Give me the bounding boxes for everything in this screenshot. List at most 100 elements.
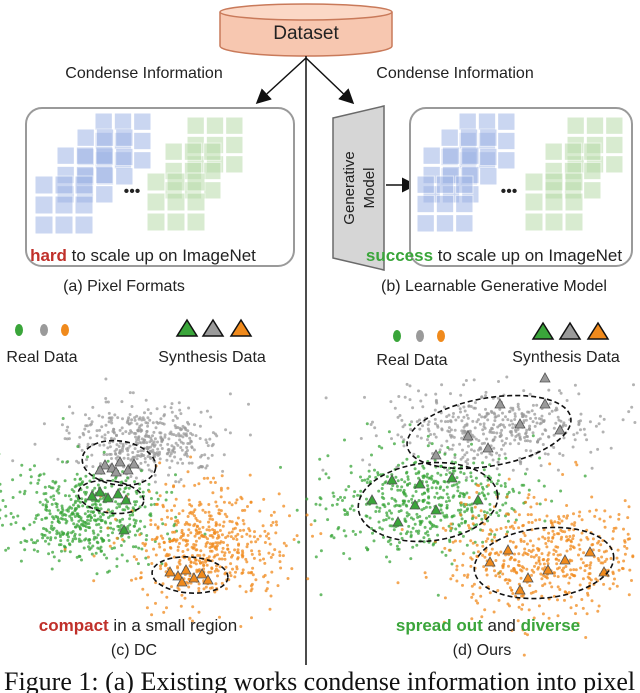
legend-synth-right: Synthesis Data xyxy=(512,349,620,366)
left-statement: hard to scale up on ImageNet xyxy=(30,246,256,265)
region-orange-right xyxy=(473,526,615,600)
legend-tri-gray xyxy=(201,318,225,337)
blue-grid-r3 xyxy=(422,146,480,204)
left-arrow-label: Condense Information xyxy=(65,65,222,82)
ellipsis-right: ••• xyxy=(501,183,518,200)
legend-dot-green xyxy=(15,324,23,336)
generator-line1: Generative xyxy=(341,151,358,224)
dataset-label: Dataset xyxy=(273,23,339,44)
region-green-right xyxy=(357,461,499,543)
ellipsis-left: ••• xyxy=(124,183,141,200)
synth-orange-right xyxy=(514,584,526,595)
region-gray-left xyxy=(81,439,157,487)
left-bottom-statement: compact in a small region xyxy=(39,616,237,635)
synth-gray-right xyxy=(494,398,506,409)
legend-dot-gray xyxy=(40,324,48,336)
right-bottom-caption: (d) Ours xyxy=(453,642,512,659)
legend-tri-gray-r xyxy=(558,321,582,340)
synth-orange-left xyxy=(176,576,188,587)
pixel-tiles-right xyxy=(416,112,624,233)
legend-tri-green xyxy=(175,318,199,337)
synth-green-left xyxy=(94,486,106,497)
legend-tri-green-r xyxy=(531,321,555,340)
synth-green-right xyxy=(392,516,404,527)
right-bottom-statement: spread out and diverse xyxy=(396,616,580,635)
synth-green-left xyxy=(102,492,114,503)
right-arrow xyxy=(305,57,355,105)
synth-orange-right xyxy=(522,572,534,583)
synth-orange-left xyxy=(164,566,176,577)
synth-green-right xyxy=(366,494,378,505)
synth-orange-left xyxy=(180,564,192,575)
legend-real-right: Real Data xyxy=(376,352,447,369)
synth-green-right xyxy=(409,499,421,510)
left-legend: Real Data Synthesis Data xyxy=(6,318,266,366)
right-arrow-label: Condense Information xyxy=(376,65,533,82)
synth-gray-right xyxy=(430,449,442,460)
success-word: success xyxy=(366,246,433,265)
synth-green-right xyxy=(414,478,426,489)
scatter-right xyxy=(279,372,637,657)
legend-synth-left: Synthesis Data xyxy=(158,349,266,366)
synth-orange-right xyxy=(559,554,571,565)
legend-tri-orange xyxy=(229,318,253,337)
dataset-cylinder: Dataset xyxy=(219,3,393,57)
synth-gray-left xyxy=(122,464,134,475)
synth-green-left xyxy=(112,488,124,499)
green-grid-3 xyxy=(146,172,206,232)
synth-gray-left xyxy=(114,456,126,467)
synth-gray-right xyxy=(462,430,474,441)
legend-dot-orange-r xyxy=(437,330,445,342)
synth-gray-left xyxy=(94,464,106,475)
synth-orange-right xyxy=(484,556,496,567)
synth-green-left xyxy=(118,524,130,535)
legend-dot-gray-r xyxy=(416,330,424,342)
synth-gray-left xyxy=(128,458,140,469)
hard-word: hard xyxy=(30,246,67,265)
diverse-word: diverse xyxy=(521,616,581,635)
synth-gray-left xyxy=(99,459,111,470)
synth-green-right xyxy=(472,494,484,505)
generative-model: Generative Model xyxy=(332,105,385,271)
cloud-gray-right xyxy=(321,375,637,480)
synth-gray-right xyxy=(554,424,566,435)
right-legend: Real Data Synthesis Data xyxy=(376,321,620,369)
synth-orange-right xyxy=(542,564,554,575)
synth-gray-right xyxy=(539,398,551,409)
cloud-green-left xyxy=(0,417,207,576)
success-rest: to scale up on ImageNet xyxy=(433,246,622,265)
synth-orange-left xyxy=(172,570,184,581)
synth-gray-right xyxy=(514,418,526,429)
legend-dot-green-r xyxy=(393,330,401,342)
generator-line2: Model xyxy=(361,168,378,209)
cloud-green-right xyxy=(279,422,587,597)
synth-green-right xyxy=(446,472,458,483)
hard-rest: to scale up on ImageNet xyxy=(67,246,256,265)
synth-green-right xyxy=(430,504,442,515)
blue-grid-3 xyxy=(56,146,114,204)
scatter-left xyxy=(0,377,323,628)
compact-word: compact xyxy=(39,616,109,635)
figure-caption: Figure 1: (a) Existing works condense in… xyxy=(4,667,635,693)
spread-word: spread out xyxy=(396,616,483,635)
synth-gray-right xyxy=(482,442,494,453)
left-bottom-caption: (c) DC xyxy=(111,642,157,659)
region-orange-left xyxy=(151,556,229,594)
blue-grid-4 xyxy=(34,175,94,235)
synth-green-left xyxy=(86,490,98,501)
right-subcaption: (b) Learnable Generative Model xyxy=(381,278,607,295)
cloud-gray-left xyxy=(11,377,252,501)
legend-dot-orange xyxy=(61,324,69,336)
synth-orange-right xyxy=(502,544,514,555)
legend-tri-orange-r xyxy=(586,321,610,340)
compact-rest: in a small region xyxy=(109,616,238,635)
synth-orange-left xyxy=(196,568,208,579)
synth-gray-left xyxy=(110,466,122,477)
legend-real-left: Real Data xyxy=(6,349,77,366)
region-green-left xyxy=(77,479,145,515)
blue-grid-r4 xyxy=(416,175,474,233)
synth-orange-left xyxy=(202,574,214,585)
pixel-tiles-left xyxy=(34,112,244,235)
synth-green-left xyxy=(120,494,132,505)
left-arrow xyxy=(255,57,307,105)
